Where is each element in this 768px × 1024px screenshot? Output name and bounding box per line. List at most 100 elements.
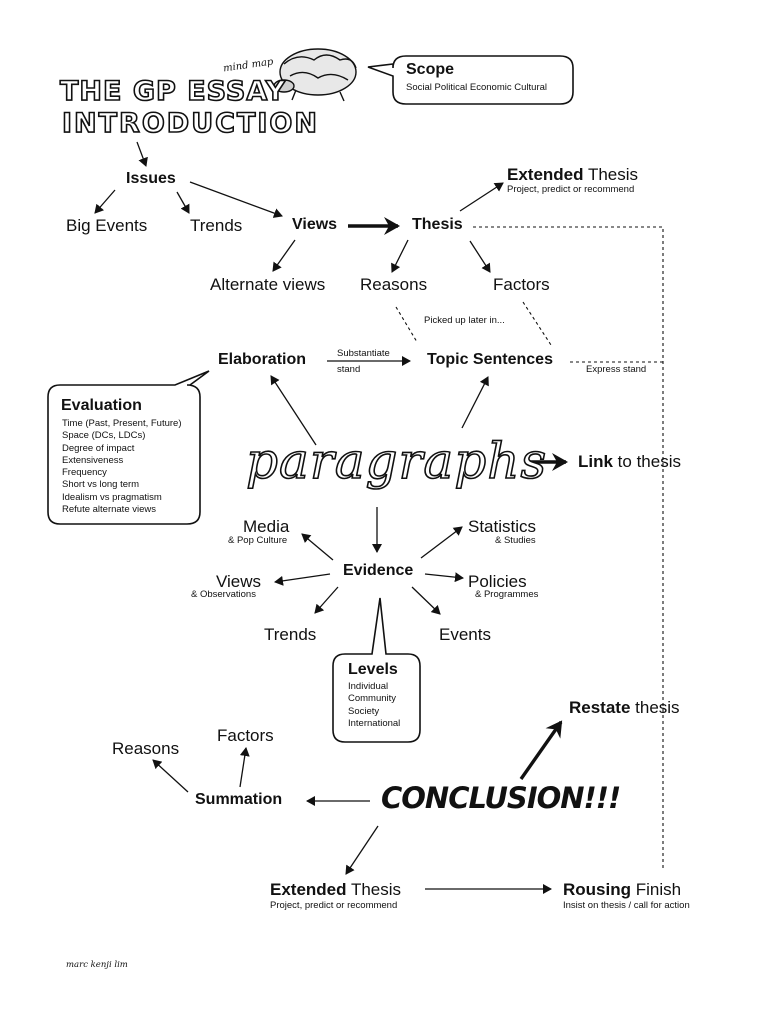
- arrow-evidence-trends: [314, 586, 339, 614]
- node-alternate-views: Alternate views: [210, 275, 326, 294]
- rousing-bold: Rousing: [563, 880, 631, 899]
- levels-title: Levels: [348, 661, 398, 678]
- evaluation-list: Time (Past, Present, Future) Space (DCs,…: [62, 418, 182, 516]
- arrow-paragraphs-topic: [461, 376, 489, 429]
- node-thesis: Thesis: [412, 216, 463, 233]
- evaluation-item: Degree of impact: [62, 442, 135, 454]
- title-gp-essay: THE GP ESSAY: [59, 75, 287, 108]
- scope-bubble: [367, 55, 574, 105]
- arrow-thesis-reasons: [391, 239, 409, 273]
- extended-thesis-bottom-sub: Project, predict or recommend: [270, 900, 398, 911]
- arrow-issues-views: [189, 181, 283, 218]
- arrow-evidence-events: [411, 586, 441, 615]
- restate-rest: thesis: [630, 698, 680, 717]
- evaluation-item: Extensiveness: [62, 454, 124, 466]
- scope-item-cultural: Cultural: [514, 82, 548, 93]
- evaluation-item: Frequency: [62, 467, 107, 479]
- arrow-issues-bigevents: [94, 189, 116, 214]
- arrow-evidence-views: [274, 573, 331, 586]
- node-big-events: Big Events: [66, 216, 148, 235]
- extended-thesis-top-bold: Extended: [507, 165, 584, 184]
- link-rest: to thesis: [612, 452, 681, 471]
- node-views: Views: [292, 216, 338, 233]
- arrow-conclusion-extended: [345, 825, 379, 875]
- note-picked-up: Picked up later in...: [424, 315, 505, 326]
- arrow-thesis-factors: [469, 240, 491, 273]
- dotted-reasons-topic: [395, 306, 418, 343]
- node-trends-evidence: Trends: [264, 625, 317, 644]
- evaluation-item: Idealism vs pragmatism: [62, 491, 162, 503]
- node-media: Media: [243, 517, 290, 536]
- levels-bubble: [332, 597, 421, 743]
- node-elaboration: Elaboration: [218, 351, 307, 368]
- node-summation: Summation: [195, 791, 283, 808]
- evaluation-item: Space (DCs, LDCs): [62, 430, 146, 442]
- node-extended-thesis-bottom: Extended Thesis: [270, 881, 401, 898]
- levels-item: International: [348, 717, 401, 729]
- evaluation-bubble: [47, 370, 210, 525]
- node-reasons-intro: Reasons: [360, 275, 428, 294]
- evaluation-item: Short vs long term: [62, 479, 140, 491]
- extended-thesis-bottom-rest: Thesis: [346, 880, 402, 899]
- extended-thesis-top-sub: Project, predict or recommend: [507, 184, 635, 195]
- levels-item: Community: [348, 693, 397, 705]
- node-restate-thesis: Restate thesis: [569, 699, 680, 716]
- node-topic-sentences: Topic Sentences: [427, 351, 553, 368]
- paragraphs-heading: paragraphs: [245, 431, 548, 491]
- label-stand: stand: [337, 364, 361, 375]
- scope-title: Scope: [406, 61, 455, 78]
- node-rousing-finish: Rousing Finish: [563, 881, 681, 898]
- node-events: Events: [439, 625, 491, 644]
- scope-item-economic: Economic: [469, 82, 512, 93]
- node-views-evidence: Views: [216, 572, 262, 591]
- media-sub: & Pop Culture: [228, 535, 288, 546]
- evaluation-title: Evaluation: [61, 397, 142, 414]
- arrow-summation-factors: [239, 747, 250, 788]
- extended-thesis-bottom-bold: Extended: [270, 880, 347, 899]
- rousing-rest: Finish: [631, 880, 682, 899]
- bold-arrow-restate: [519, 720, 563, 780]
- arrow-issues-trends: [176, 191, 190, 214]
- dotted-factors-topic: [522, 301, 552, 346]
- arrow-evidence-media: [301, 533, 334, 561]
- levels-item: Society: [348, 705, 380, 717]
- link-bold: Link: [578, 452, 613, 471]
- node-policies: Policies: [468, 572, 527, 591]
- policies-sub: & Programmes: [475, 589, 539, 600]
- node-extended-thesis-top: Extended Thesis: [507, 166, 638, 183]
- title-introduction: INTRODUCTION: [61, 107, 319, 140]
- arrow-summation-reasons: [152, 759, 189, 793]
- node-statistics: Statistics: [468, 517, 537, 536]
- rousing-sub: Insist on thesis / call for action: [563, 900, 690, 911]
- arrow-intro-issues: [136, 141, 148, 167]
- author-signature: marc kenji lim: [66, 960, 128, 970]
- levels-list: Individual Community Society Internation…: [348, 681, 400, 730]
- statistics-sub: & Studies: [495, 535, 536, 546]
- extended-thesis-top-rest: Thesis: [583, 165, 639, 184]
- turtle-brain-icon: [273, 48, 357, 102]
- node-link-to-thesis: Link to thesis: [578, 453, 681, 470]
- arrow-thesis-extended: [459, 182, 504, 212]
- node-evidence: Evidence: [343, 562, 414, 579]
- node-reasons-conclusion: Reasons: [112, 739, 180, 758]
- label-substantiate: Substantiate: [337, 348, 390, 359]
- restate-bold: Restate: [569, 698, 631, 717]
- scope-item-social: Social: [406, 82, 432, 93]
- node-factors-conclusion: Factors: [217, 726, 274, 745]
- dotted-thesis-loop: [473, 226, 664, 870]
- arrow-evidence-policies: [424, 572, 464, 583]
- evaluation-item: Refute alternate views: [62, 504, 156, 516]
- node-trends: Trends: [190, 216, 243, 235]
- arrow-paragraphs-elaboration: [270, 375, 317, 446]
- node-issues: Issues: [126, 170, 176, 187]
- arrow-evidence-statistics: [420, 526, 463, 559]
- conclusion-heading: CONCLUSION!!!: [381, 781, 621, 815]
- scope-items: Social Political Economic Cultural: [406, 82, 547, 93]
- scope-item-political: Political: [434, 82, 468, 93]
- label-express-stand: Express stand: [586, 364, 647, 375]
- levels-item: Individual: [348, 681, 389, 692]
- evaluation-item: Time (Past, Present, Future): [62, 418, 182, 429]
- node-factors-intro: Factors: [493, 275, 550, 294]
